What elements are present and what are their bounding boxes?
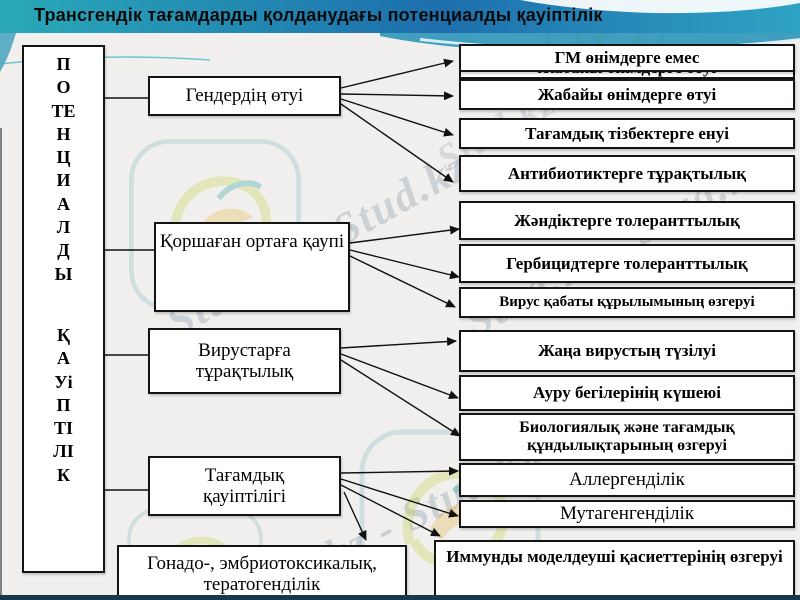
slide-bottom-bar <box>0 595 800 600</box>
node-insect-tolerance: Жәндіктерге толеранттылық <box>459 201 795 240</box>
node-gonado-embryotoxic: Гонадо-, эмбриотоксикалық, тератогенділі… <box>117 545 407 600</box>
slide-left-edge <box>0 128 2 600</box>
node-bio-value-change: Биологиялық және тағамдық құндылықтарыны… <box>459 413 795 461</box>
node-wild-products: Жабайы өнімдерге өтуі <box>459 79 795 110</box>
node-gm-products: ГМ өнімдерге емес <box>459 44 795 72</box>
node-virus-resistance: Вирустарға тұрақтылық <box>148 328 341 394</box>
node-food-chains: Тағамдық тізбектерге енуі <box>459 118 795 149</box>
node-gene-transfer: Гендердің өтуі <box>148 76 341 116</box>
node-immune-modeling: Иммунды моделдеуші қасиеттерінің өзгеруі <box>434 540 795 600</box>
root-word-2: ҚАУіПТІЛІК <box>53 324 74 485</box>
node-new-virus: Жаңа вирустың түзілуі <box>459 330 795 372</box>
node-mutagenicity: Мутагенгенділік <box>459 500 795 528</box>
edges-environment <box>349 225 460 308</box>
node-food-danger: Тағамдық қауіптілігі <box>148 456 341 516</box>
edges-gene-transfer <box>340 58 454 183</box>
node-environment-danger: Қоршаған ортаға қаупі <box>154 222 350 312</box>
node-antibiotic-resistance: Антибиотиктерге тұрақтылық <box>459 155 795 192</box>
edges-root <box>105 97 154 491</box>
node-herbicide-tolerance: Гербицидтерге толеранттылық <box>459 244 795 283</box>
edges-food-danger <box>340 466 459 541</box>
node-disease-signs: Ауру бегілерінің күшеюі <box>459 375 795 411</box>
slide-title: Трансгендік тағамдарды қолданудағы потен… <box>34 5 603 25</box>
node-potential-danger-root: ПОТЕНЦИАЛДЫ ҚАУіПТІЛІК <box>22 45 105 573</box>
edges-virus-resistance <box>340 337 461 437</box>
root-word-1: ПОТЕНЦИАЛДЫ <box>51 54 76 284</box>
node-allergenicity: Аллергенділік <box>459 463 795 497</box>
node-virus-coat-change: Вирус қабаты құрылымының өзгеруі <box>459 287 795 318</box>
